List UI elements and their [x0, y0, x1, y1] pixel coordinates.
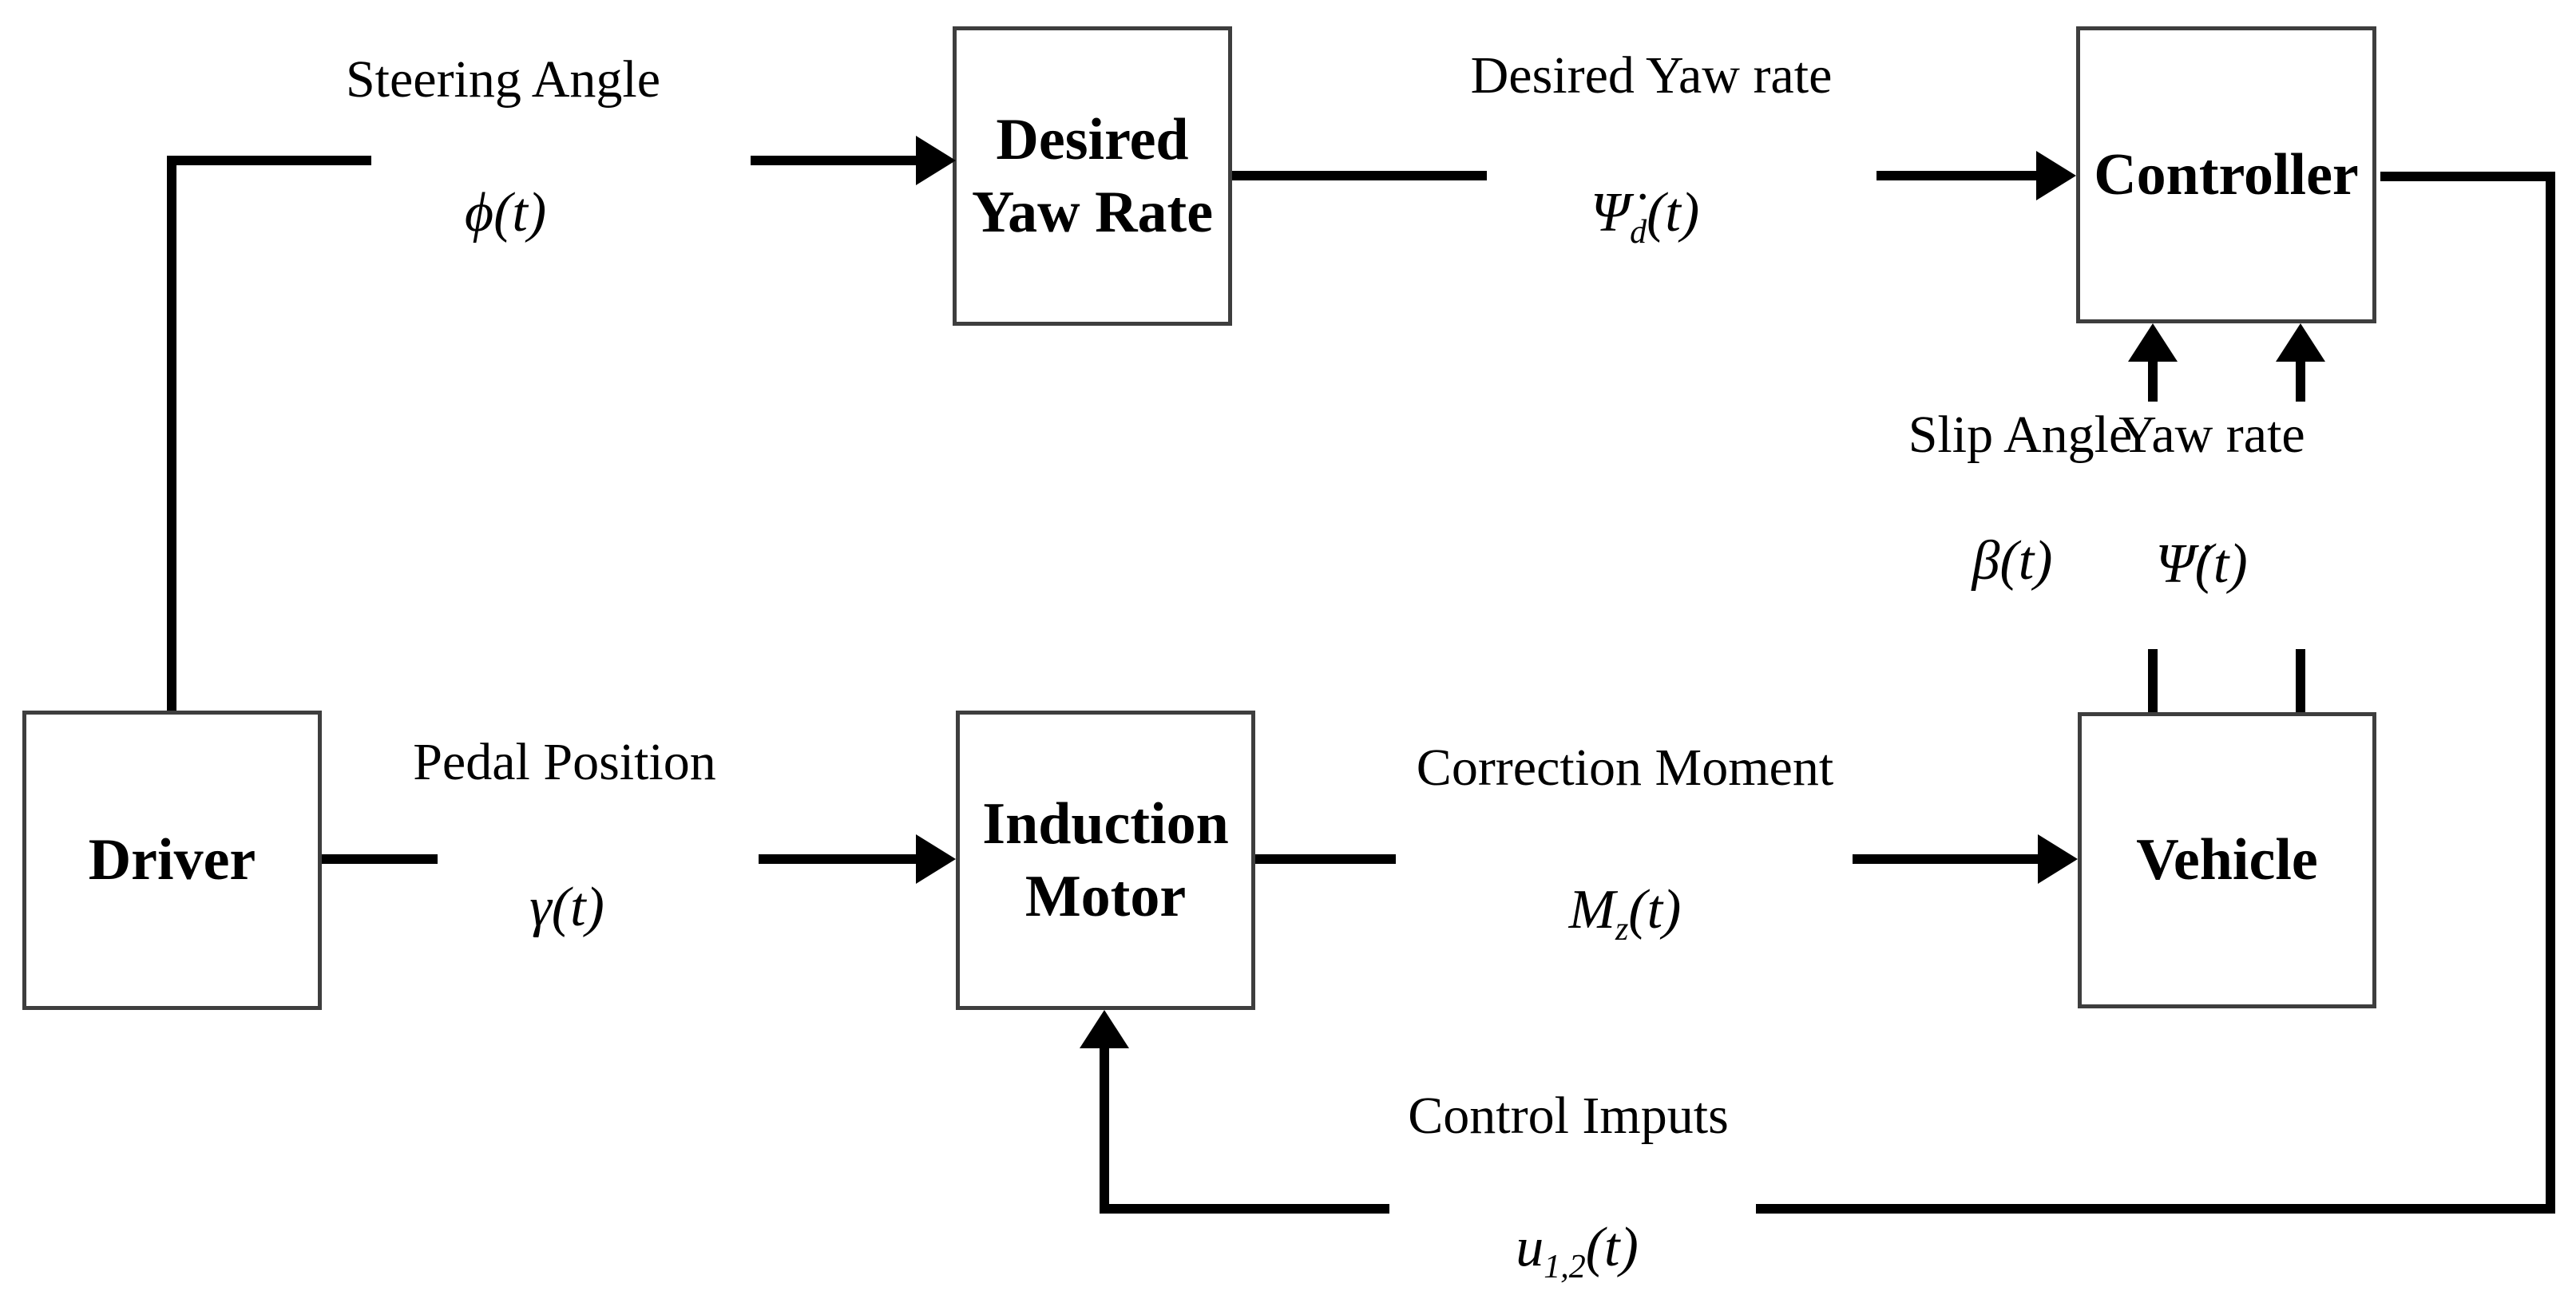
induction-motor-block: Induction Motor — [956, 711, 1255, 1010]
desired-yaw-arrowhead-icon — [2036, 151, 2076, 200]
feedback-line-bottom-left-segment — [1104, 1204, 1389, 1214]
moment-line-right-segment — [1853, 854, 2039, 864]
moment-line-left-segment — [1255, 854, 1396, 864]
steering-line-left-segment — [167, 156, 371, 165]
yaw-rate-symbol: Ψ̇(t) — [2155, 533, 2248, 595]
feedback-line-bottom-right-segment — [1756, 1204, 2555, 1214]
slip-angle-stub-line — [2148, 649, 2158, 712]
controller-output-line — [2380, 172, 2555, 181]
desired-yaw-line-left-segment — [1232, 171, 1487, 180]
moment-arrowhead-icon — [2038, 834, 2078, 884]
controller-block: Controller — [2076, 26, 2376, 323]
steering-arrowhead-icon — [916, 136, 956, 185]
driver-block: Driver — [22, 711, 322, 1010]
yaw-rate-arrowhead-icon — [2276, 323, 2325, 362]
slip-angle-label: Slip Angle — [1908, 406, 2133, 464]
driver-block-label: Driver — [88, 827, 256, 893]
vehicle-block-label: Vehicle — [2136, 827, 2318, 893]
correction-moment-symbol: Mz(t) — [1568, 879, 1682, 948]
desired-yaw-line-right-segment — [1877, 171, 2039, 180]
slip-angle-symbol: β(t) — [1972, 530, 2053, 592]
desired-yaw-rate-block: Desired Yaw Rate — [953, 26, 1232, 326]
pedal-line-right-segment — [759, 854, 918, 864]
control-inputs-arrowhead-icon — [1080, 1010, 1129, 1048]
steering-line-vertical — [167, 160, 176, 711]
controller-block-label: Controller — [2094, 141, 2359, 208]
vehicle-block: Vehicle — [2078, 712, 2376, 1008]
pedal-position-symbol: γ(t) — [529, 877, 604, 938]
slip-angle-arrowhead-icon — [2128, 323, 2178, 362]
yaw-rate-label: Yaw rate — [2118, 406, 2305, 464]
desired-yaw-rate-label: Desired Yaw rate — [1470, 46, 1833, 105]
pedal-line-left-segment — [322, 854, 438, 864]
steering-angle-symbol: ϕ(t) — [464, 182, 547, 244]
control-inputs-symbol: u1,2(t) — [1516, 1217, 1639, 1285]
steering-line-right-segment — [751, 156, 918, 165]
slip-angle-arrow-shaft — [2148, 358, 2158, 402]
feedback-line-right-vertical — [2546, 172, 2555, 1214]
steering-angle-label: Steering Angle — [345, 50, 661, 109]
pedal-position-label: Pedal Position — [413, 733, 716, 791]
induction-motor-block-label: Induction Motor — [982, 791, 1229, 929]
yaw-rate-stub-line — [2296, 649, 2305, 712]
yaw-rate-arrow-shaft — [2296, 358, 2305, 402]
correction-moment-label: Correction Moment — [1416, 739, 1834, 797]
feedback-line-up-vertical — [1100, 1042, 1109, 1214]
desired-yaw-rate-block-label: Desired Yaw Rate — [971, 107, 1214, 245]
desired-yaw-rate-symbol: Ψ̇d(t) — [1590, 182, 1700, 251]
pedal-arrowhead-icon — [916, 834, 956, 884]
control-inputs-label: Control Imputs — [1408, 1087, 1729, 1145]
